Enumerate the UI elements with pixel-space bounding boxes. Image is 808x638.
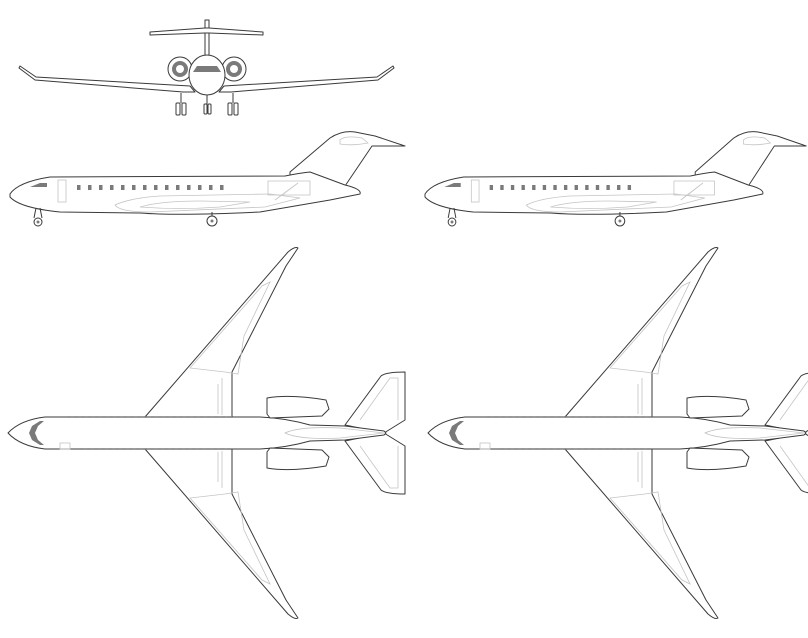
top-view-right [427,246,808,620]
side-view-gear-down [9,131,406,227]
front-view [18,19,395,116]
side-view-gear-retracting [424,131,807,227]
top-view-left [7,246,406,620]
